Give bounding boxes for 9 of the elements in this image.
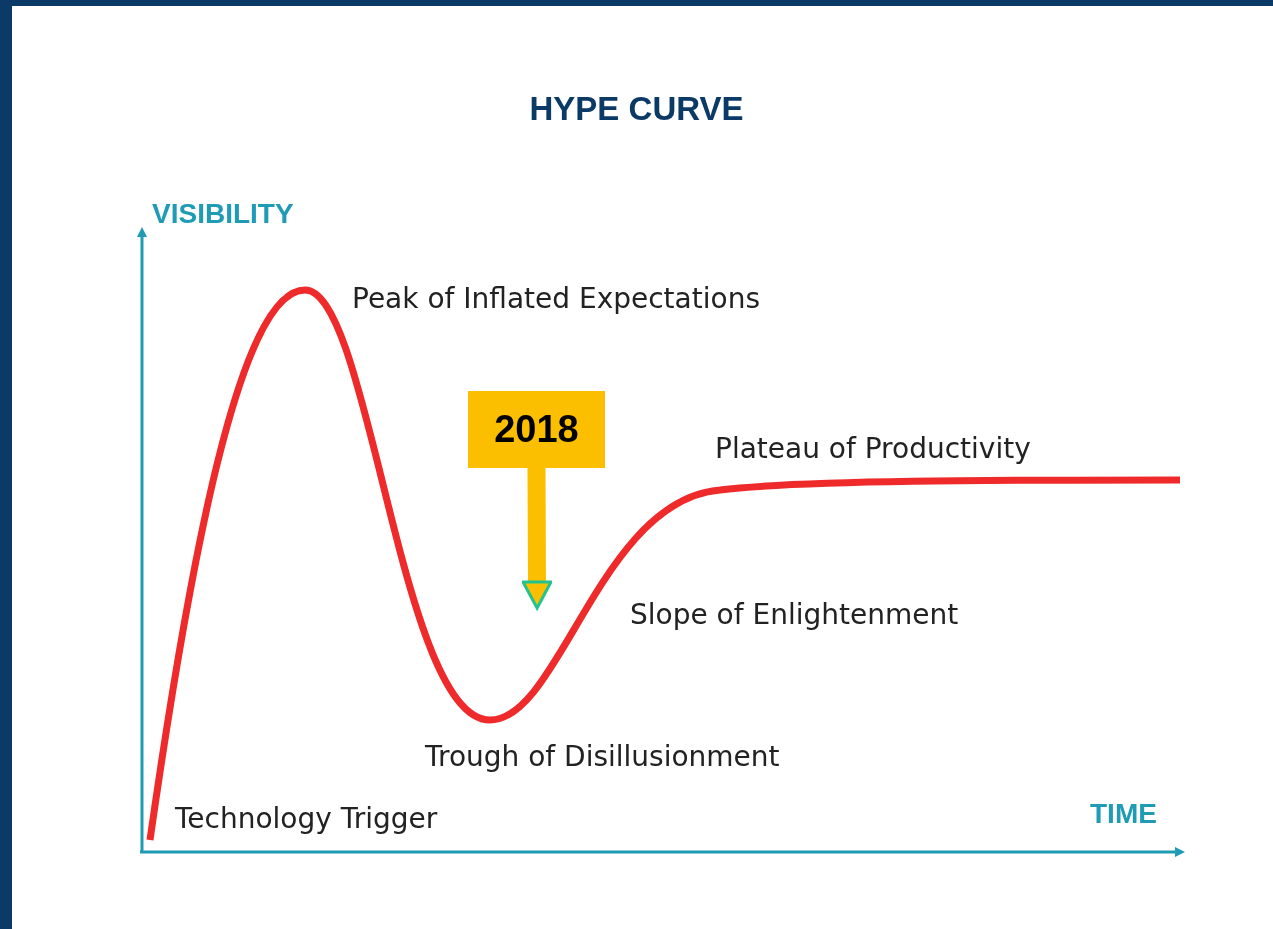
axis-label: VISIBILITY xyxy=(152,198,294,230)
stage-label: Trough of Disillusionment xyxy=(425,740,780,773)
stage-label: Plateau of Productivity xyxy=(715,432,1031,465)
arrow xyxy=(521,467,553,610)
diagram-title: HYPE CURVE xyxy=(528,90,745,128)
stage-label: Peak of Inflated Expectations xyxy=(352,282,760,315)
axis-label: TIME xyxy=(1090,798,1157,830)
stage-label: Slope of Enlightenment xyxy=(630,598,959,631)
stage-label: Technology Trigger xyxy=(175,802,438,835)
